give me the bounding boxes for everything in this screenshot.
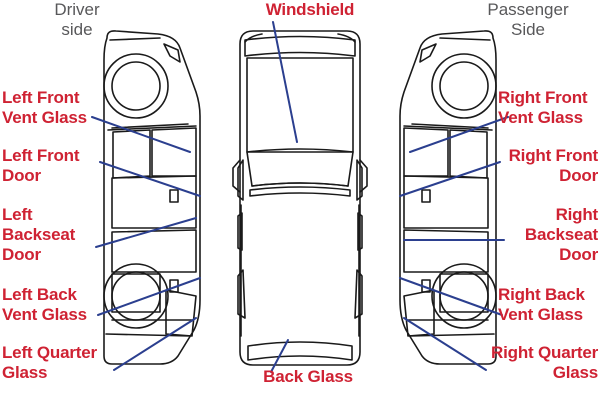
driver-front-vent-glass [112,129,151,179]
leader-lines [91,21,509,373]
label-back-glass: Back Glass [263,367,353,386]
driver-front-wheel-outer [103,53,169,119]
passenger-beltline [403,125,493,131]
front-deck-line [247,341,353,361]
driver-roof-line [111,123,189,129]
passenger-mirror [419,43,437,63]
driver-hood-line [109,37,161,41]
driver-front-wheel-inner [111,61,161,111]
leader-right-front-door [399,161,501,197]
passenger-front-wheel-inner [439,61,489,111]
passenger-body-outline [399,30,497,365]
label-left-back-vent-glass: Left Back Vent Glass [2,285,87,324]
top-right-quarter-window [354,269,363,319]
driver-rocker-line [105,333,191,337]
rear-right-corner [337,33,356,43]
driver-front-door-panel [111,175,197,229]
label-right-quarter-glass: Right Quarter Glass [491,343,598,382]
passenger-rear-door-window [403,229,489,273]
passenger-quarter-glass [403,289,435,337]
leader-left-front-door [99,161,201,197]
top-right-front-window [356,159,363,201]
label-left-quarter-glass: Left Quarter Glass [2,343,97,382]
label-windshield: Windshield [265,0,355,19]
top-view-body-outline [239,30,361,366]
passenger-hood-line [439,37,491,41]
top-right-rear-window [357,212,363,251]
top-left-front-window [237,159,244,201]
label-left-front-door: Left Front Door [2,146,80,185]
label-right-backseat-door: Right Backseat Door [524,205,598,264]
leader-right-quarter-glass [403,317,487,371]
label-right-back-vent-glass: Right Back Vent Glass [498,285,585,324]
top-left-quarter-window [237,269,246,319]
label-right-front-door: Right Front Door [508,146,599,185]
label-left-backseat-door: Left Backseat Door [2,205,76,264]
label-left-front-vent-glass: Left Front Vent Glass [2,88,87,127]
driver-side-title: Driver side [54,0,100,39]
leader-right-front-vent-glass [409,116,509,153]
windshield-lower-line [251,182,349,187]
top-left-rear-window [237,212,243,251]
driver-rear-wheel-outer [103,263,169,329]
driver-rear-door-window [111,229,197,273]
passenger-front-door-panel [403,175,489,229]
passenger-side-title: Passenger Side [487,0,569,39]
left-mirror [232,159,241,193]
leader-left-backseat-door [95,217,197,248]
windshield-panel [246,148,354,187]
driver-quarter-glass [165,289,197,337]
passenger-rear-wheel-outer [431,263,497,329]
driver-body-outline [103,30,201,365]
rear-left-corner [244,33,263,43]
driver-front-door-handle [169,189,179,203]
driver-beltline [107,125,197,131]
leader-windshield [272,21,298,143]
passenger-rocker-line [409,333,495,337]
passenger-front-door-handle [421,189,431,203]
right-mirror [359,159,368,193]
driver-mirror [163,43,181,63]
passenger-front-wheel-outer [431,53,497,119]
rear-deck-line [244,35,356,57]
passenger-roof-line [411,123,489,129]
leader-left-front-vent-glass [91,116,191,153]
passenger-back-vent-glass [439,273,489,313]
hood-outline [249,186,351,197]
passenger-side-view-car [399,30,497,365]
label-right-front-vent-glass: Right Front Vent Glass [498,88,588,127]
leader-left-back-vent-glass [97,277,201,316]
top-view-car [232,30,368,366]
driver-side-view-car [103,30,201,365]
leader-right-back-vent-glass [399,277,503,316]
passenger-front-vent-glass [449,129,488,179]
roof-outline [246,57,354,153]
driver-back-vent-glass [111,273,161,313]
leader-left-quarter-glass [113,317,197,371]
leader-back-glass [270,339,289,373]
